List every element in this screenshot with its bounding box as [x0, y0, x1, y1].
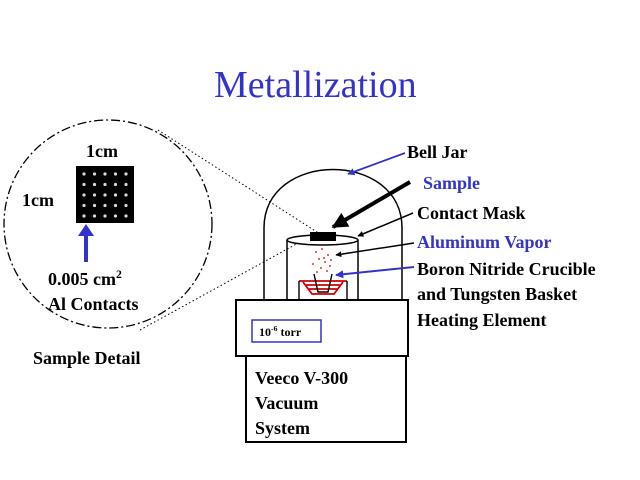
- lower-base-box: [245, 355, 407, 443]
- contact-dot: [82, 214, 86, 218]
- sample-detail-circle: [3, 119, 213, 329]
- bell-jar-label: Bell Jar: [407, 142, 468, 162]
- contact-dot: [92, 214, 97, 218]
- contact-dot: [103, 214, 107, 218]
- vapor-dot: [315, 251, 317, 253]
- contact-dot: [92, 193, 97, 197]
- contact-dot: [113, 203, 118, 208]
- crucible: [313, 273, 333, 293]
- page-title: Metallization: [214, 64, 417, 106]
- sample-block: [310, 232, 336, 241]
- contact-mask-label: Contact Mask: [417, 203, 526, 223]
- system-line2: Vacuum: [255, 393, 319, 413]
- contact-dot: [103, 172, 107, 176]
- system-line3: System: [255, 418, 310, 438]
- vapor-dot: [329, 265, 331, 267]
- contact-dot: [82, 182, 86, 187]
- contact-dot-grid: [82, 172, 128, 218]
- side-dimension-label: 1cm: [22, 190, 54, 210]
- contact-dot: [82, 203, 86, 208]
- crucible-label-line3: Heating Element: [417, 310, 547, 330]
- zoom-line-lower: [139, 241, 301, 331]
- contact-dot: [92, 203, 97, 208]
- crucible-arrow: [335, 266, 415, 279]
- vapor-dot: [312, 263, 314, 265]
- contact-dot: [82, 193, 86, 197]
- vapor-dot: [330, 259, 332, 261]
- contact-dot: [124, 182, 128, 187]
- pressure-readout: 10-6 torr: [259, 324, 302, 339]
- vapor-dot: [324, 261, 326, 263]
- contact-dot: [103, 203, 107, 208]
- contact-dot: [124, 214, 128, 218]
- pressure-exponent: -6: [271, 324, 278, 333]
- contact-dot: [124, 172, 128, 176]
- sample-arrow: [331, 180, 412, 229]
- aluminum-vapor-label: Aluminum Vapor: [417, 232, 552, 252]
- contact-mask-arrow: [357, 212, 414, 237]
- pressure-unit: torr: [277, 325, 302, 339]
- vapor-dot: [318, 258, 320, 260]
- contact-arrow-head: [78, 224, 94, 236]
- sample-label: Sample: [423, 173, 481, 193]
- contact-area-value: 0.005 cm: [48, 269, 116, 289]
- contact-dot: [113, 172, 118, 176]
- vapor-dot: [326, 270, 328, 272]
- aluminum-vapor-dots: [312, 248, 332, 273]
- contact-dot: [113, 214, 118, 218]
- contact-dot: [82, 172, 86, 176]
- contact-dot: [103, 193, 107, 197]
- vapor-dot: [321, 248, 323, 250]
- bell-jar: [263, 168, 403, 300]
- vapor-dot: [316, 271, 318, 273]
- top-dimension-label: 1cm: [86, 141, 118, 161]
- contact-dot: [124, 193, 128, 197]
- crucible-label-line1: Boron Nitride Crucible: [417, 259, 596, 279]
- system-line1: Veeco V-300: [255, 368, 349, 388]
- vapor-dot: [323, 257, 325, 259]
- bell-jar-arrow: [347, 152, 406, 176]
- vapor-dot: [327, 254, 329, 256]
- contact-dot: [103, 182, 107, 187]
- zoom-line-upper: [157, 129, 321, 235]
- contact-dot: [113, 193, 118, 197]
- heater-coil: [299, 280, 347, 295]
- contact-dot: [124, 203, 128, 208]
- contact-dot: [92, 172, 97, 176]
- aluminum-vapor-arrow: [335, 242, 415, 258]
- pressure-base: 10: [259, 325, 271, 339]
- al-contacts-label: Al Contacts: [48, 294, 139, 314]
- sample-detail-caption: Sample Detail: [33, 348, 141, 368]
- pressure-box: [251, 319, 322, 343]
- inner-chamber-walls: [286, 240, 359, 300]
- contact-area-label: 0.005 cm2: [48, 268, 122, 289]
- heater-leads: [298, 281, 348, 300]
- contact-dot: [113, 182, 118, 187]
- contact-dot: [92, 182, 97, 187]
- contact-area-exponent: 2: [115, 268, 122, 281]
- crucible-label-line2: and Tungsten Basket: [417, 284, 578, 304]
- vapor-dot: [320, 267, 322, 269]
